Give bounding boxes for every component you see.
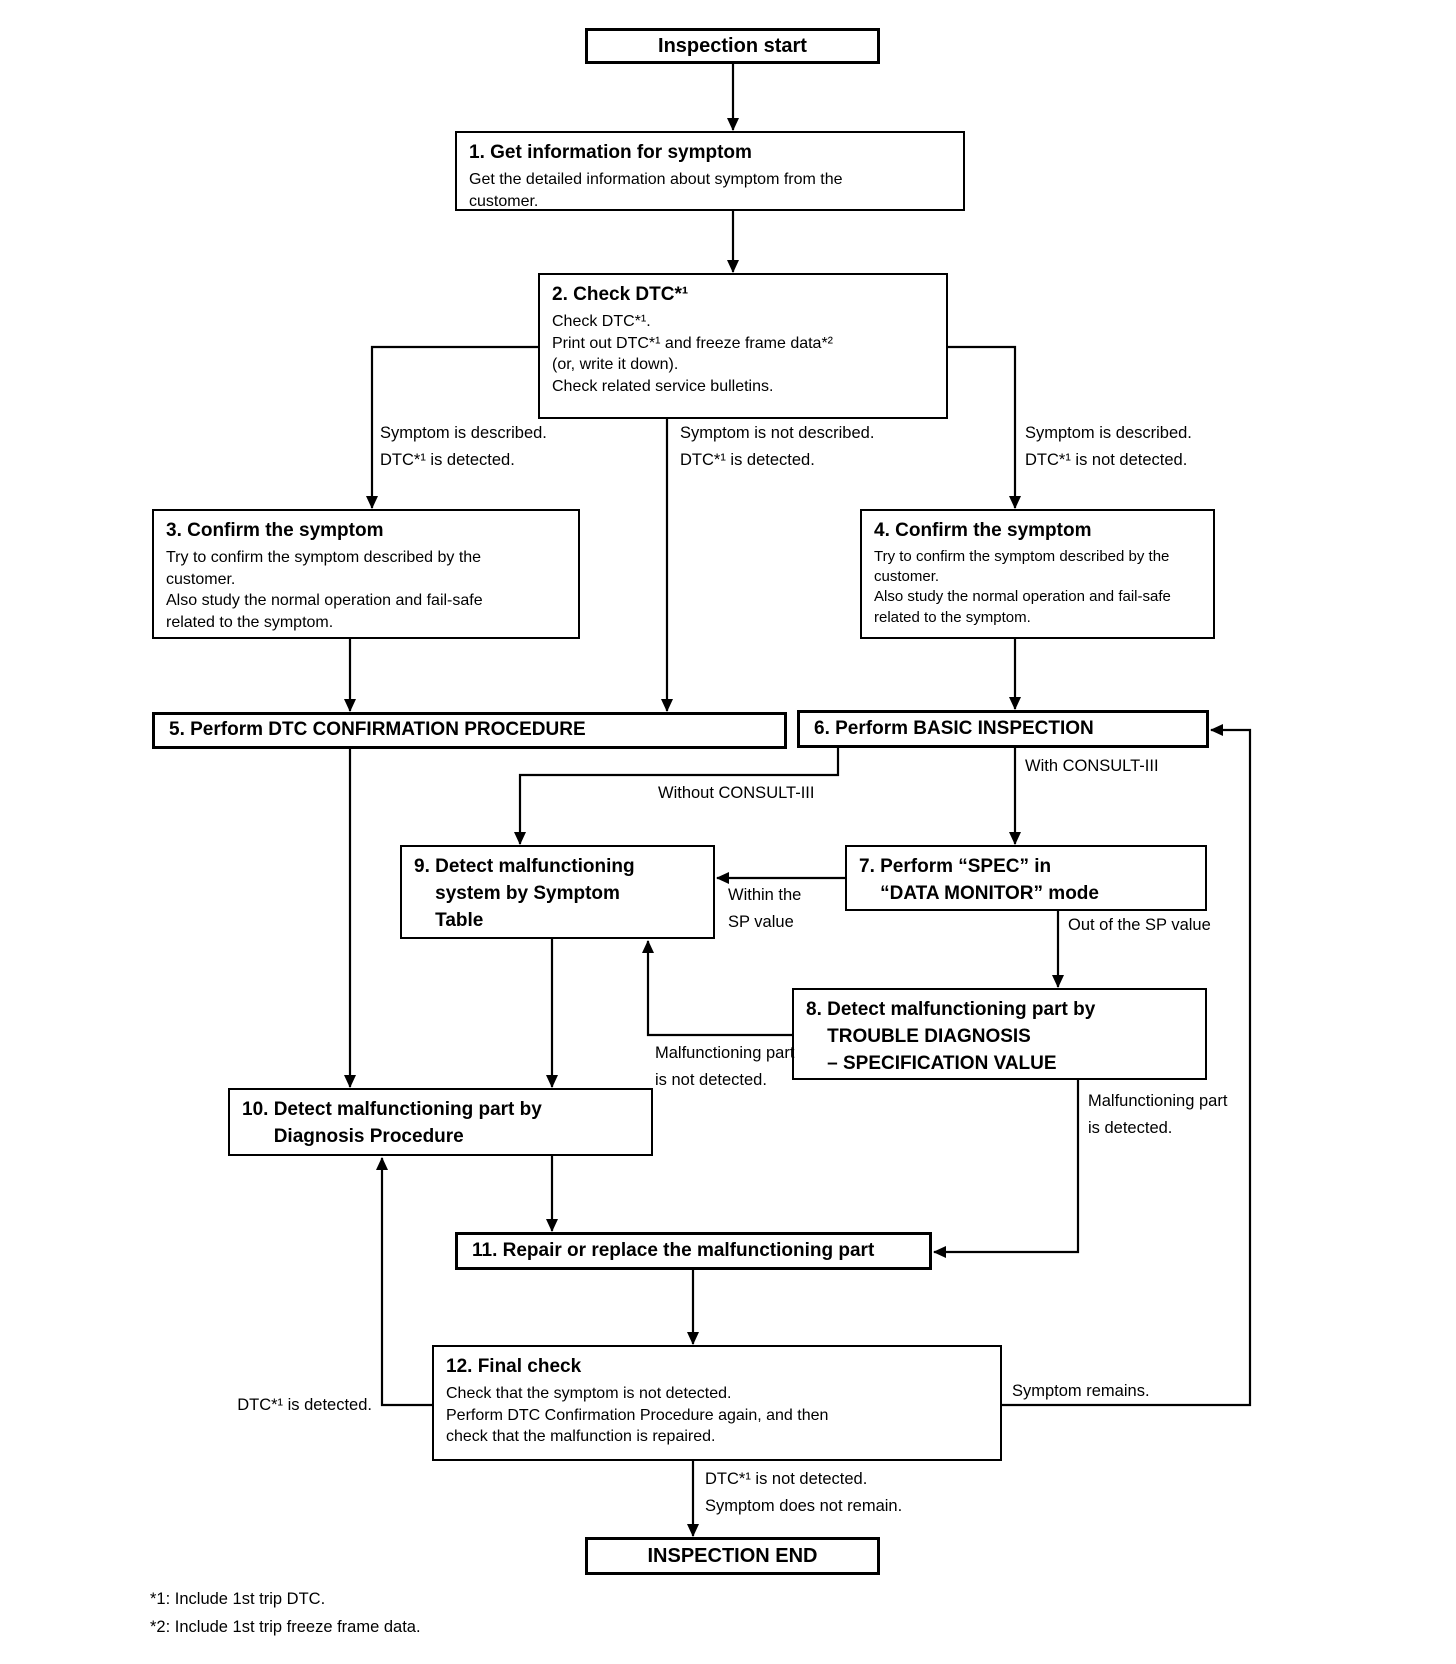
edge-8-to-11-detected: [933, 1080, 1080, 1258]
node-10-detect-part-diagnosis-procedure: 10. Detect malfunctioning part by Diagno…: [228, 1088, 653, 1156]
node-title: 1. Get information for symptom: [469, 142, 752, 163]
node-9-detect-system-symptom-table: 9. Detect malfunctioning system by Sympt…: [400, 845, 715, 939]
label-without-consult-iii: Without CONSULT-III: [658, 784, 815, 802]
label-symptom-remains: Symptom remains.: [1012, 1382, 1150, 1400]
label-dtc-detected: DTC*¹ is detected.: [237, 1396, 372, 1414]
label-part-detected: Malfunctioning part is detected.: [1088, 1092, 1228, 1137]
label-symptom-described-dtc-detected: Symptom is described. DTC*¹ is detected.: [380, 424, 547, 469]
edge-12-to-6-symptom-remains: [1002, 724, 1252, 1407]
node-title: Inspection start: [658, 34, 807, 57]
node-title: 4. Confirm the symptom: [874, 520, 1092, 541]
node-title: 12. Final check: [446, 1356, 582, 1377]
node-11-repair-or-replace: 11. Repair or replace the malfunctioning…: [455, 1232, 932, 1270]
label-symptom-described-dtc-not-detected: Symptom is described. DTC*¹ is not detec…: [1025, 424, 1192, 469]
label-out-of-sp-value: Out of the SP value: [1068, 916, 1211, 934]
edge-6-to-9-without-consult: [514, 748, 840, 845]
node-title: 11. Repair or replace the malfunctioning…: [472, 1239, 875, 1261]
label-with-consult-iii: With CONSULT-III: [1025, 757, 1159, 775]
label-within-sp-value: Within the SP value: [728, 886, 802, 931]
node-4-confirm-symptom: 4. Confirm the symptom Try to confirm th…: [860, 509, 1215, 639]
node-5-dtc-confirmation-procedure: 5. Perform DTC CONFIRMATION PROCEDURE: [152, 712, 787, 749]
node-body: Get the detailed information about sympt…: [469, 170, 843, 210]
label-part-not-detected: Malfunctioning part is not detected.: [655, 1044, 795, 1089]
node-title: 8. Detect malfunctioning part by TROUBLE…: [806, 999, 1096, 1074]
node-2-check-dtc: 2. Check DTC*¹ Check DTC*¹. Print out DT…: [538, 273, 948, 419]
node-body: Check DTC*¹. Print out DTC*¹ and freeze …: [552, 312, 834, 395]
node-title: 7. Perform “SPEC” in “DATA MONITOR” mode: [859, 856, 1099, 904]
edge-2-to-4: [948, 345, 1021, 509]
node-1-get-information: 1. Get information for symptom Get the d…: [455, 131, 965, 211]
edge-2-to-3: [366, 345, 538, 509]
node-3-confirm-symptom: 3. Confirm the symptom Try to confirm th…: [152, 509, 580, 639]
node-7-perform-spec-data-monitor: 7. Perform “SPEC” in “DATA MONITOR” mode: [845, 845, 1207, 911]
node-title: 5. Perform DTC CONFIRMATION PROCEDURE: [169, 719, 586, 741]
label-final-ok: DTC*¹ is not detected. Symptom does not …: [705, 1470, 903, 1515]
footnote-1: *1: Include 1st trip DTC.: [150, 1590, 326, 1608]
label-symptom-not-described-dtc-detected: Symptom is not described. DTC*¹ is detec…: [680, 424, 875, 469]
node-6-basic-inspection: 6. Perform BASIC INSPECTION: [797, 710, 1209, 748]
node-body: Check that the symptom is not detected. …: [446, 1384, 829, 1446]
edge-8-to-9-not-detected: [642, 940, 792, 1037]
node-title: 2. Check DTC*¹: [552, 284, 689, 305]
node-title: 6. Perform BASIC INSPECTION: [814, 717, 1094, 739]
node-title: INSPECTION END: [647, 1544, 818, 1567]
node-title: 10. Detect malfunctioning part by Diagno…: [242, 1099, 542, 1147]
node-body: Try to confirm the symptom described by …: [874, 547, 1171, 626]
node-inspection-end: INSPECTION END: [585, 1537, 880, 1575]
edge-12-to-10-dtc-detected: [376, 1157, 432, 1407]
footnote-2: *2: Include 1st trip freeze frame data.: [150, 1618, 421, 1636]
node-inspection-start: Inspection start: [585, 28, 880, 64]
node-8-detect-part-specification-value: 8. Detect malfunctioning part by TROUBLE…: [792, 988, 1207, 1080]
node-body: Try to confirm the symptom described by …: [166, 548, 483, 631]
node-12-final-check: 12. Final check Check that the symptom i…: [432, 1345, 1002, 1461]
node-title: 3. Confirm the symptom: [166, 520, 384, 541]
node-title: 9. Detect malfunctioning system by Sympt…: [414, 856, 635, 931]
